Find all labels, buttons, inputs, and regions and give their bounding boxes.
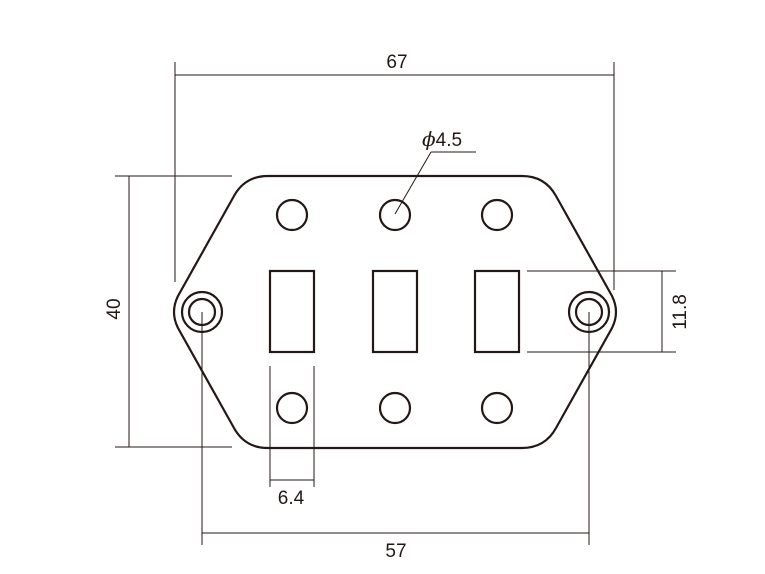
dimension-label-overall-width: 67 [386,52,407,73]
dimension-height [115,175,232,448]
dimension-label-hole-diameter: ϕ4.5 [422,127,462,151]
plate-outline [172,174,618,450]
dimension-label-slot-width: 6.4 [278,488,305,509]
dimension-overall-width [174,62,615,290]
dimension-label-height: 40 [104,298,125,319]
hole-bottom-center [378,391,412,425]
slot-left [268,269,316,354]
dimension-mount-spacing [201,312,590,545]
slot-center [371,269,419,354]
dimension-label-slot-height: 11.8 [670,294,691,330]
slot-right [473,269,521,354]
dimension-slot-width [269,366,315,487]
hole-bottom-left [275,391,309,425]
dimension-slot-height [527,270,676,353]
hole-top-right [480,198,514,232]
hole-top-left [275,198,309,232]
hole-bottom-right [480,391,514,425]
dimension-label-mount-spacing: 57 [385,541,406,562]
dimension-hole-diameter [394,151,476,215]
hole-top-center [378,198,412,232]
